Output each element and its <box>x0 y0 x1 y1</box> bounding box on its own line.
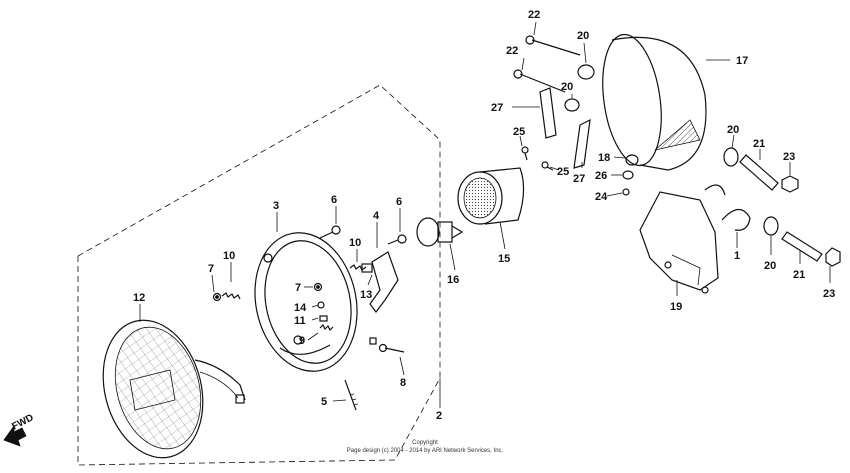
spacer-27b-icon <box>573 118 591 169</box>
callout-10b: 10 <box>349 237 361 249</box>
callout-25a: 25 <box>513 126 525 138</box>
adjuster-bracket-icon <box>361 251 399 313</box>
callout-17: 17 <box>736 55 748 67</box>
collar-20b-icon <box>564 98 580 112</box>
screw-6b-icon <box>387 234 407 245</box>
screw-24-icon <box>622 188 630 196</box>
callout-12: 12 <box>133 292 145 304</box>
callout-16: 16 <box>447 274 459 286</box>
headlight-case-icon <box>602 33 707 171</box>
nut-23b-icon <box>825 247 841 267</box>
callout-27a: 27 <box>491 102 503 114</box>
clip-11-icon <box>319 315 328 322</box>
grommet-18-icon <box>625 154 639 166</box>
nut-14-icon <box>317 301 325 309</box>
collar-20c-icon <box>723 147 739 167</box>
copyright-line-1: Copyright <box>412 440 438 446</box>
callout-3: 3 <box>273 200 279 212</box>
washer-26-icon <box>622 170 634 180</box>
callout-2: 2 <box>436 410 442 422</box>
callout-11: 11 <box>294 315 306 327</box>
fwd-arrow: FWD <box>3 412 36 447</box>
bolt-22b-icon <box>513 69 566 93</box>
callouts: 22 20 17 22 20 27 25 25 27 18 26 24 20 2… <box>133 9 835 422</box>
callout-22b: 22 <box>506 45 518 57</box>
callout-6a: 6 <box>331 194 337 206</box>
spring-10b-icon <box>349 264 367 271</box>
callout-21b: 21 <box>793 269 805 281</box>
callout-23b: 23 <box>823 288 835 300</box>
callout-24: 24 <box>595 191 608 203</box>
callout-22a: 22 <box>528 9 540 21</box>
callout-10a: 10 <box>223 250 235 262</box>
callout-19: 19 <box>670 301 682 313</box>
bulb-icon <box>416 217 464 247</box>
screw-25a-icon <box>521 146 529 161</box>
spring-9-icon <box>319 323 334 332</box>
callout-21a: 21 <box>753 138 765 150</box>
callout-14: 14 <box>294 302 307 314</box>
callout-25b: 25 <box>557 166 569 178</box>
callout-26: 26 <box>595 170 607 182</box>
callout-8: 8 <box>400 377 406 389</box>
screw-7a-icon <box>212 292 222 302</box>
callout-7a: 7 <box>208 263 214 275</box>
screw-7b-icon <box>313 282 323 292</box>
callout-18: 18 <box>598 152 610 164</box>
callout-1: 1 <box>734 250 740 262</box>
callout-15: 15 <box>498 253 510 265</box>
collar-20a-icon <box>577 64 595 80</box>
callout-5: 5 <box>321 396 327 408</box>
callout-20a: 20 <box>577 30 589 42</box>
spacer-27a-icon <box>539 87 557 139</box>
callout-20b: 20 <box>561 81 573 93</box>
clamp-icon <box>704 184 751 231</box>
spring-10a-icon <box>221 292 241 300</box>
callout-20c: 20 <box>727 124 739 136</box>
callout-7b: 7 <box>295 282 301 294</box>
screw-25b-icon <box>541 161 554 171</box>
pipe-21b-icon <box>781 231 823 262</box>
pipe-21a-icon <box>739 154 779 191</box>
collar-20d-icon <box>763 216 779 236</box>
screw-8-icon <box>378 343 405 353</box>
fwd-arrow-icon <box>3 424 27 447</box>
bulb-cover-icon <box>457 167 525 225</box>
bolt-22a-icon <box>525 35 581 56</box>
copyright-line-2: Page design (c) 2004 - 2014 by ARI Netwo… <box>347 448 504 454</box>
callout-20d: 20 <box>764 260 776 272</box>
screw-5-icon <box>344 379 359 411</box>
callout-6b: 6 <box>396 196 402 208</box>
callout-9: 9 <box>299 335 305 347</box>
callout-23a: 23 <box>783 151 795 163</box>
nut-23a-icon <box>781 175 799 193</box>
callout-4: 4 <box>373 210 380 222</box>
bracket-19-icon <box>639 191 719 294</box>
callout-13: 13 <box>360 289 372 301</box>
screw-6a-icon <box>319 225 341 239</box>
callout-27b: 27 <box>573 173 585 185</box>
headlight-rim-icon <box>254 232 377 372</box>
headlight-unit-icon <box>102 319 246 459</box>
leader-lines <box>139 21 831 408</box>
